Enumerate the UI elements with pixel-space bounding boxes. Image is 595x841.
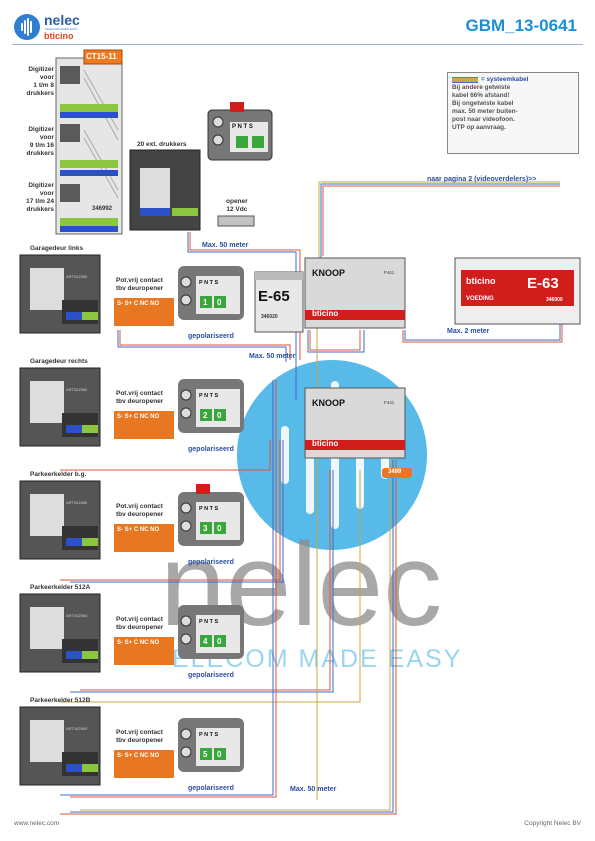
- document-code: GBM_13-0641: [465, 16, 577, 35]
- max-50-mid: Max. 50 meter: [249, 353, 296, 360]
- relay-line2: tbv deuropener: [116, 737, 164, 744]
- knoop-code: F441: [384, 270, 395, 275]
- note-line: kabel 66% afstand!: [452, 92, 510, 99]
- polarized-label: gepolariseerd: [188, 446, 234, 453]
- e65-code: 346020: [261, 314, 278, 320]
- ext-drukkers-label: 20 ext. drukkers: [137, 141, 187, 148]
- panel-code: ART342560: [66, 726, 88, 731]
- e63-name: E-63: [527, 275, 559, 292]
- relay-terminals: S- S+ C NC NO: [117, 640, 160, 646]
- digitizer-code: 346992: [92, 206, 113, 212]
- relay-terminals: S- S+ C NC NO: [117, 753, 160, 759]
- logo-icon: [14, 14, 40, 40]
- resistor-label: 3499: [388, 469, 402, 475]
- note-line: Bij ongetwiste kabel: [452, 100, 514, 107]
- panel-code: ART342560: [66, 274, 88, 279]
- pagina2-label: naar pagina 2 (videoverdelers)>>: [427, 176, 537, 183]
- brand-name: nelec: [44, 12, 80, 28]
- address-tens: 5: [203, 750, 208, 759]
- knoop-label: KNOOP: [312, 268, 346, 278]
- panel-code: ART342560: [66, 613, 88, 618]
- max-50-bottom: Max. 50 meter: [290, 786, 337, 793]
- note-line: UTP op aanvraag.: [452, 124, 506, 131]
- notes-box: = systeemkabel Bij andere getwiste kabel…: [447, 72, 579, 154]
- relay-line1: Pot.vrij contact: [116, 503, 163, 510]
- pnts-label: P N T S: [199, 619, 219, 625]
- relay-line1: Pot.vrij contact: [116, 616, 163, 623]
- e63-code: 346000: [546, 297, 563, 303]
- switch-pnts: P N T S: [232, 124, 253, 130]
- address-units: 0: [217, 524, 222, 533]
- max-2-label: Max. 2 meter: [447, 328, 490, 335]
- relay-line2: tbv deuropener: [116, 285, 164, 292]
- pnts-label: P N T S: [199, 506, 219, 512]
- panel-code: ART342560: [66, 387, 88, 392]
- relay-terminals: S- S+ C NC NO: [117, 301, 160, 307]
- address-units: 0: [217, 298, 222, 307]
- system-cable-swatch: [452, 77, 478, 83]
- nelec-logo: nelec TELECOM MADE EASY bticino: [14, 12, 124, 42]
- pnts-label: P N T S: [199, 732, 219, 738]
- polarized-label: gepolariseerd: [188, 672, 234, 679]
- note-line: max. 50 meter buiten-: [452, 108, 518, 115]
- address-units: 0: [217, 750, 222, 759]
- address-units: 0: [217, 637, 222, 646]
- pnts-label: P N T S: [199, 393, 219, 399]
- address-tens: 4: [203, 637, 208, 646]
- relay-line1: Pot.vrij contact: [116, 390, 163, 397]
- panel-title: Garagedeur rechts: [30, 358, 88, 365]
- knoop-code: F441: [384, 400, 395, 405]
- address-tens: 3: [203, 524, 208, 533]
- relay-line1: Pot.vrij contact: [116, 277, 163, 284]
- e63-brand: bticino: [466, 276, 496, 286]
- address-tens: 1: [203, 298, 208, 307]
- panel-title: Parkeerkelder 512A: [30, 584, 91, 591]
- legend-label: = systeemkabel: [481, 76, 529, 83]
- address-tens: 2: [203, 411, 208, 420]
- max-50-top: Max. 50 meter: [202, 242, 249, 249]
- relay-line2: tbv deuropener: [116, 624, 164, 631]
- knoop-brand: bticino: [312, 439, 339, 448]
- e65-name: E-65: [258, 288, 290, 305]
- digitizer-stack: [55, 49, 123, 235]
- knoop-label: KNOOP: [312, 398, 346, 408]
- note-line: post naar videofoon.: [452, 116, 515, 123]
- ct-label: CT15-11: [86, 52, 117, 61]
- polarized-label: gepolariseerd: [188, 785, 234, 792]
- panel-title: Parkeerkelder 512B: [30, 697, 91, 704]
- relay-line1: Pot.vrij contact: [116, 729, 163, 736]
- panel-title: Garagedeur links: [30, 245, 84, 252]
- pnts-label: P N T S: [199, 280, 219, 286]
- e63-sub: VOEDING: [466, 296, 494, 302]
- relay-terminals: S- S+ C NC NO: [117, 527, 160, 533]
- sub-brand: bticino: [44, 31, 74, 41]
- polarized-label: gepolariseerd: [188, 333, 234, 340]
- panel-code: ART342560: [66, 500, 88, 505]
- relay-line2: tbv deuropener: [116, 511, 164, 518]
- header-divider: [12, 44, 583, 45]
- panel-shapes: [19, 254, 244, 786]
- relay-terminals: S- S+ C NC NO: [117, 414, 160, 420]
- address-units: 0: [217, 411, 222, 420]
- footer-copyright: Copyright Nelec BV: [524, 820, 581, 827]
- relay-line2: tbv deuropener: [116, 398, 164, 405]
- knoop-brand: bticino: [312, 309, 339, 318]
- brand-tagline: TELECOM MADE EASY: [45, 27, 78, 31]
- polarized-label: gepolariseerd: [188, 559, 234, 566]
- footer-website: www.nelec.com: [14, 820, 60, 827]
- panel-title: Parkeerkelder b.g.: [30, 471, 87, 478]
- note-line: Bij andere getwiste: [452, 84, 511, 91]
